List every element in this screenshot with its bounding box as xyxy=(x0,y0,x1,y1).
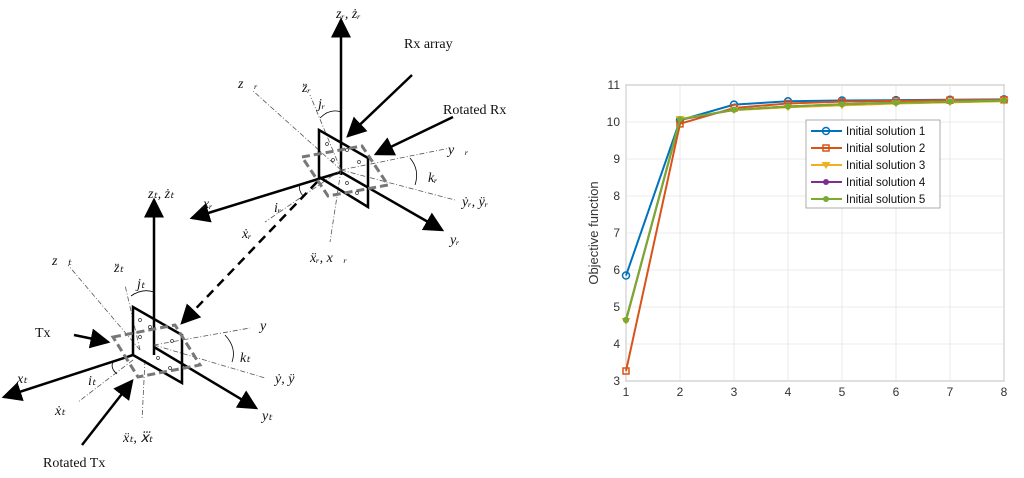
math-zT: zₜ, żₜ xyxy=(147,187,175,202)
math-xT: xₜ xyxy=(16,372,28,387)
y-tick-label: 7 xyxy=(613,226,620,240)
legend-marker xyxy=(823,179,829,185)
math-y3: y⃛ xyxy=(258,319,277,334)
data-point xyxy=(839,101,845,108)
data-point xyxy=(731,106,737,113)
legend-entry: Initial solution 1 xyxy=(846,126,925,138)
y-tick-label: 3 xyxy=(613,374,620,388)
math-kT: kₜ xyxy=(240,351,251,366)
math-xR23: ẍᵣ, x⃛ᵣ xyxy=(309,251,347,266)
math-zT2: z̈ₜ xyxy=(113,261,124,276)
tx-arrow xyxy=(73,328,111,349)
rx-array-arrow xyxy=(346,74,413,138)
x-tick-label: 8 xyxy=(1001,385,1008,399)
math-yR: yᵣ xyxy=(448,233,460,248)
legend-marker xyxy=(821,162,831,169)
math-yR3: y⃛ᵣ xyxy=(446,143,469,158)
rotated-tx-label: Rotated Tx xyxy=(43,456,105,471)
tx-label: Tx xyxy=(35,326,51,341)
rotated-rx-arrow xyxy=(373,115,454,156)
x-tick-label: 2 xyxy=(677,385,684,399)
legend: Initial solution 1 Initial solution 2 Init… xyxy=(805,119,941,209)
rx-array-label: Rx array xyxy=(404,37,453,52)
series-5 xyxy=(623,97,1007,323)
math-iR: iᵣ xyxy=(274,201,281,216)
data-point xyxy=(785,103,791,110)
legend-entry: Initial solution 3 xyxy=(846,160,925,172)
x-tick-label: 4 xyxy=(785,385,792,399)
rx-rotated-panel xyxy=(299,144,391,198)
math-zT3: z⃛ₜ xyxy=(51,254,72,269)
tick-labels: 1 2 3 4 5 6 7 8 3 4 5 6 7 8 9 10 11 xyxy=(607,78,1008,399)
math-zR2: z̈ᵣ xyxy=(301,81,311,96)
legend-entry: Initial solution 4 xyxy=(846,177,926,189)
y-tick-label: 4 xyxy=(613,337,620,351)
xR-axis xyxy=(189,170,342,223)
math-jR: jᵣ xyxy=(316,97,325,112)
data-point xyxy=(947,98,953,105)
rotated-rx-label: Rotated Rx xyxy=(443,103,506,118)
rx-frame xyxy=(189,17,456,243)
yT-axis xyxy=(153,345,259,410)
y-tick-label: 6 xyxy=(613,263,620,277)
rotated-tx-arrow xyxy=(81,379,134,446)
legend-marker xyxy=(821,126,831,136)
math-kR: kᵣ xyxy=(428,171,438,186)
legend-marker xyxy=(823,196,829,202)
y-tick-label: 10 xyxy=(607,115,621,129)
data-point xyxy=(1001,97,1007,104)
data-point xyxy=(622,367,630,375)
math-zR3: z⃛ᵣ xyxy=(237,77,258,92)
math-zR: zᵣ, żᵣ xyxy=(335,7,361,22)
x-tick-label: 6 xyxy=(893,385,900,399)
math-iT: iₜ xyxy=(88,374,97,389)
y-tick-label: 11 xyxy=(608,78,621,92)
link-dashed-arrow xyxy=(180,181,318,325)
legend-marker xyxy=(822,144,830,152)
data-point xyxy=(621,271,631,280)
math-y12: ẏ, ÿ xyxy=(273,372,295,387)
x-tick-label: 1 xyxy=(623,385,630,399)
data-point xyxy=(623,316,629,323)
legend-entry: Initial solution 2 xyxy=(846,143,925,155)
y-axis-label: Objective function xyxy=(586,181,601,284)
tx-rotated-panel xyxy=(110,323,203,379)
xT-axis xyxy=(1,353,134,402)
series-group xyxy=(621,95,1009,375)
math-yT: yₜ xyxy=(260,409,273,424)
x-tick-label: 3 xyxy=(731,385,738,399)
math-jT: jₜ xyxy=(135,277,146,292)
data-point xyxy=(893,99,899,106)
yR-axis xyxy=(340,170,445,232)
y-tick-label: 9 xyxy=(613,152,620,166)
math-yR12: ẏᵣ, ÿᵣ xyxy=(460,195,488,210)
math-xR: xᵣ xyxy=(202,197,213,212)
math-xTdot: ẋₜ xyxy=(54,404,66,419)
x-tick-label: 7 xyxy=(947,385,954,399)
series-line xyxy=(625,99,1005,321)
math-xT23: ẍₜ, x⃛ₜ xyxy=(122,431,154,446)
coordinate-diagram: Rx array Rotated Rx Tx Rotated Tx zᵣ, żᵣ… xyxy=(1,7,506,471)
tx-frame xyxy=(1,197,266,421)
math-xRdot: ẋᵣ xyxy=(241,227,252,242)
x-tick-label: 5 xyxy=(839,385,846,399)
legend-entry: Initial solution 5 xyxy=(846,194,925,206)
data-point xyxy=(677,116,683,123)
y-tick-label: 8 xyxy=(613,189,620,203)
y-tick-label: 5 xyxy=(613,300,620,314)
series-line xyxy=(625,98,1005,372)
